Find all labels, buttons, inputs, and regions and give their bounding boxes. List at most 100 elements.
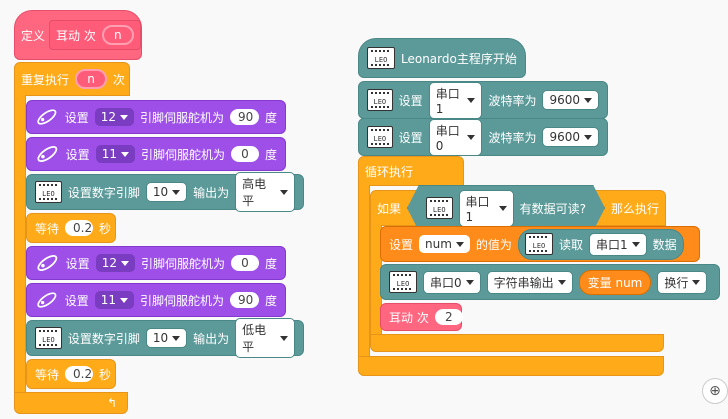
- leo-board-icon: LEO: [367, 47, 395, 69]
- serial-port-dropdown[interactable]: 串口0: [428, 118, 483, 156]
- condition-block[interactable]: LEO 串口1 有数据可读?: [407, 185, 605, 232]
- baud-label: 波特率为: [488, 93, 537, 108]
- define-label: 定义: [21, 28, 46, 43]
- deg-label: 度: [264, 293, 277, 308]
- servo-angle-input[interactable]: 0: [230, 255, 259, 271]
- wait-input[interactable]: 0.2: [65, 366, 94, 382]
- out-mode-dropdown[interactable]: 字符串输出: [486, 270, 573, 294]
- repeat-suffix: 次: [113, 72, 126, 87]
- baud-label: 波特率为: [488, 130, 537, 145]
- servo-text: 引脚伺服舵机为: [140, 110, 225, 125]
- serial-output-block[interactable]: LEO 串口0 字符串输出 变量 num 换行: [380, 264, 720, 300]
- set-label: 设置: [64, 293, 89, 308]
- leo-board-icon: LEO: [524, 233, 553, 255]
- read-port-dropdown[interactable]: 串口1: [588, 232, 647, 256]
- define-block[interactable]: 定义 耳动 次 n: [14, 10, 142, 60]
- set-label: 设置: [65, 256, 90, 271]
- var-reporter[interactable]: 变量 num: [578, 269, 652, 295]
- servo-angle-input[interactable]: 90: [230, 292, 259, 308]
- wait-block-2[interactable]: 等待 0.2 秒: [26, 359, 116, 389]
- start-label: Leonardo主程序开始: [401, 51, 517, 66]
- leo-board-icon: LEO: [35, 181, 62, 203]
- repeat-count[interactable]: n: [75, 69, 108, 89]
- call-block[interactable]: 耳动 次 2: [380, 303, 463, 331]
- if-label: 如果: [377, 201, 402, 216]
- servo-pin-dropdown[interactable]: 11: [94, 291, 135, 309]
- serial-setup-1[interactable]: LEO 设置 串口1 波特率为 9600: [358, 81, 608, 119]
- digital-label: 设置数字引脚: [67, 331, 140, 346]
- leo-board-icon: LEO: [35, 327, 62, 349]
- servo-block-1[interactable]: 设置 12 引脚伺服舵机为 90 度: [26, 100, 286, 134]
- deg-label: 度: [264, 256, 277, 271]
- main-start-block[interactable]: LEO Leonardo主程序开始: [358, 38, 526, 78]
- serial-setup-0[interactable]: LEO 设置 串口0 波特率为 9600: [358, 118, 608, 156]
- if-foot: [370, 334, 664, 352]
- digital-block-1[interactable]: LEO 设置数字引脚 10 输出为 高电平: [26, 172, 304, 212]
- set-label: 设置: [65, 147, 90, 162]
- leo-board-icon: LEO: [389, 271, 417, 293]
- zoom-in-icon[interactable]: ⊕: [702, 378, 728, 404]
- if-block[interactable]: 如果 LEO 串口1 有数据可读? 那么执行: [370, 190, 666, 226]
- define-param-n[interactable]: n: [101, 25, 134, 45]
- wait-label: 等待: [35, 221, 60, 236]
- digital-block-2[interactable]: LEO 设置数字引脚 10 输出为 低电平: [26, 318, 304, 358]
- servo-text: 引脚伺服舵机为: [140, 293, 225, 308]
- servo-icon: [37, 255, 58, 271]
- var-dropdown[interactable]: num: [419, 235, 470, 253]
- define-name: 耳动 次: [56, 28, 96, 43]
- set-var-block[interactable]: 设置 num 的值为 LEO 读取 串口1 数据: [380, 226, 700, 262]
- digital-mid: 输出为: [193, 331, 230, 346]
- read-suffix: 数据: [652, 237, 677, 252]
- wait-block-1[interactable]: 等待 0.2 秒: [26, 213, 116, 243]
- repeat-label: 重复执行: [21, 72, 70, 87]
- call-name: 耳动 次: [389, 310, 429, 325]
- repeat-arm: [14, 95, 26, 400]
- servo-pin-dropdown[interactable]: 12: [95, 254, 135, 272]
- digital-mid: 输出为: [193, 185, 230, 200]
- servo-angle-input[interactable]: 0: [230, 146, 259, 162]
- read-block[interactable]: LEO 读取 串口1 数据: [517, 228, 684, 260]
- servo-icon: [37, 109, 57, 125]
- set-label: 设置: [398, 93, 423, 108]
- servo-text: 引脚伺服舵机为: [140, 147, 225, 162]
- servo-angle-input[interactable]: 90: [230, 109, 259, 125]
- wait-unit: 秒: [99, 367, 112, 382]
- if-port-dropdown[interactable]: 串口1: [459, 190, 514, 227]
- servo-block-4[interactable]: 设置 11 引脚伺服舵机为 90 度: [26, 283, 286, 317]
- servo-icon: [37, 146, 58, 162]
- wait-label: 等待: [35, 367, 60, 382]
- leo-board-icon: LEO: [367, 89, 393, 111]
- servo-pin-dropdown[interactable]: 11: [95, 145, 135, 163]
- set-label: 设置: [389, 237, 414, 252]
- newline-dropdown[interactable]: 换行: [657, 270, 708, 294]
- wait-unit: 秒: [99, 221, 112, 236]
- deg-label: 度: [264, 147, 277, 162]
- if-cond: 有数据可读?: [519, 201, 586, 216]
- loop-label: 循环执行: [365, 164, 414, 179]
- baud-dropdown[interactable]: 9600: [542, 90, 599, 110]
- call-arg[interactable]: 2: [434, 309, 463, 325]
- read-label: 读取: [558, 237, 583, 252]
- digital-pin-dropdown[interactable]: 10: [145, 182, 188, 202]
- digital-pin-dropdown[interactable]: 10: [145, 328, 188, 348]
- servo-block-3[interactable]: 设置 12 引脚伺服舵机为 0 度: [26, 246, 286, 280]
- repeat-block[interactable]: 重复执行 n 次: [14, 62, 130, 96]
- out-port-dropdown[interactable]: 串口0: [423, 270, 481, 294]
- then-label: 那么执行: [610, 201, 659, 216]
- forever-foot: [358, 356, 664, 376]
- servo-block-2[interactable]: 设置 11 引脚伺服舵机为 0 度: [26, 137, 286, 171]
- digital-level-dropdown[interactable]: 高电平: [235, 172, 295, 212]
- servo-pin-dropdown[interactable]: 12: [94, 108, 135, 126]
- define-prototype: 耳动 次 n: [49, 20, 141, 50]
- loop-arrow-icon: ↰: [106, 396, 117, 410]
- baud-dropdown[interactable]: 9600: [542, 127, 599, 147]
- servo-text: 引脚伺服舵机为: [140, 256, 225, 271]
- deg-label: 度: [264, 110, 277, 125]
- set-label: 设置: [64, 110, 89, 125]
- serial-port-dropdown[interactable]: 串口1: [428, 81, 483, 119]
- servo-icon: [37, 292, 57, 308]
- forever-block[interactable]: 循环执行: [358, 156, 464, 186]
- wait-input[interactable]: 0.2: [65, 220, 94, 236]
- digital-level-dropdown[interactable]: 低电平: [235, 318, 295, 358]
- leo-board-icon: LEO: [426, 197, 452, 219]
